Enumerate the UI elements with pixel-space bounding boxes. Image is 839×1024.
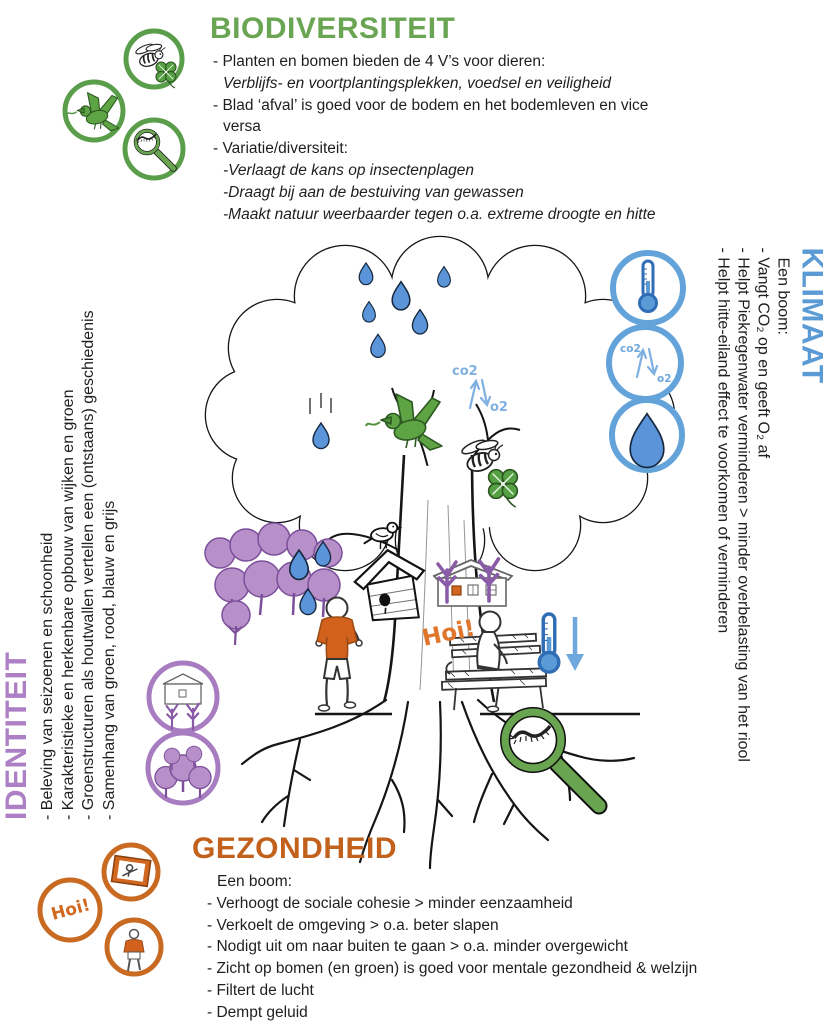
biodiversiteit-section: BIODIVERSITEIT - Planten en bomen bieden… bbox=[210, 12, 656, 225]
text-line: - Samenhang van groen, rood, blauw en gr… bbox=[100, 500, 118, 820]
text-line: - Dempt geluid bbox=[207, 1003, 308, 1021]
text-line: - Filtert de lucht bbox=[207, 981, 314, 999]
biodiversity-magnifier-icon bbox=[122, 117, 186, 181]
birdhouse bbox=[353, 521, 426, 622]
co2-label: co2 bbox=[452, 364, 478, 379]
text-line: - Groenstructuren als houtwallen vertell… bbox=[80, 310, 97, 820]
klimaat-section: KLIMAAT Een boom: - Vangt CO₂ op en geef… bbox=[695, 248, 829, 823]
o2-label: o2 bbox=[490, 400, 508, 415]
text-line: Een boom: bbox=[217, 873, 292, 890]
cooling-thermometer bbox=[539, 614, 584, 672]
text-line: Een boom: bbox=[774, 257, 792, 335]
co2-label: co2 bbox=[620, 343, 641, 355]
identiteit-section: IDENTITEIT - Beleving van seizoenen en s… bbox=[0, 190, 126, 820]
biodiversiteit-title: BIODIVERSITEIT bbox=[210, 12, 456, 45]
text-line: - Blad ‘afval’ is goed voor de bodem en … bbox=[213, 96, 649, 114]
text-line: - Helpt hitte-eiland effect te voorkomen… bbox=[714, 247, 732, 634]
text-line: - Karakteristieke en herkenbare opbouw v… bbox=[59, 389, 77, 820]
text-line: - Planten en bomen bieden de 4 V’s voor … bbox=[213, 53, 546, 70]
text-line: - Variatie/diversiteit: bbox=[213, 140, 348, 158]
text-line: - Vangt CO₂ op en geeft O₂ af bbox=[754, 247, 772, 458]
identity-street-trees-icon bbox=[146, 660, 220, 734]
identiteit-title: IDENTITEIT bbox=[0, 651, 33, 820]
klimaat-title: KLIMAAT bbox=[795, 247, 829, 384]
house-with-pollard-trees bbox=[432, 557, 514, 607]
walking-person bbox=[315, 596, 363, 712]
biodiversity-bird-icon bbox=[62, 79, 126, 143]
text-line: - Verhoogt de sociale cohesie > minder e… bbox=[207, 894, 573, 912]
park-bench bbox=[440, 610, 548, 713]
text-line: Verblijfs- en voortplantingsplekken, voe… bbox=[223, 74, 612, 92]
text-line: - Nodigt uit om naar buiten te gaan > o.… bbox=[207, 938, 628, 956]
text-line: -Verlaagt de kans op insectenplagen bbox=[223, 161, 475, 179]
co2-o2-exchange: co2 o2 bbox=[452, 364, 508, 415]
climate-thermometer-icon bbox=[610, 250, 686, 326]
biodiversity-bee-icon bbox=[123, 28, 185, 90]
rain-drops bbox=[288, 262, 451, 616]
health-window-view-icon bbox=[101, 842, 161, 902]
health-hoi-icon: Hoi! bbox=[37, 877, 103, 943]
perched-bird bbox=[363, 521, 403, 550]
health-walking-icon bbox=[104, 917, 164, 977]
o2-label: o2 bbox=[657, 373, 672, 385]
text-line: -Draagt bij aan de bestuiving van gewass… bbox=[223, 183, 524, 201]
tree-roots bbox=[240, 698, 636, 870]
text-line: - Beleving van seizoenen en schoonheid bbox=[39, 532, 56, 820]
text-line: -Maakt natuur weerbaarder tegen o.a. ext… bbox=[223, 205, 656, 223]
climate-droplet-icon bbox=[609, 397, 685, 473]
text-line: versa bbox=[223, 118, 261, 136]
gezondheid-section: GEZONDHEID Een boom: - Verhoogt de socia… bbox=[192, 832, 697, 1024]
text-line: - Helpt Piekregenwater verminderen > min… bbox=[734, 247, 752, 762]
cooling-arrow bbox=[566, 617, 584, 671]
text-line: - Zicht op bomen (en groen) is goed voor… bbox=[207, 960, 698, 978]
identity-tree-row-icon bbox=[145, 730, 221, 806]
gezondheid-title: GEZONDHEID bbox=[192, 832, 398, 865]
text-line: - Verkoelt de omgeving > o.a. beter slap… bbox=[207, 916, 499, 934]
climate-co2-o2-icon: co2 o2 bbox=[606, 324, 684, 402]
sitting-person bbox=[476, 610, 508, 713]
